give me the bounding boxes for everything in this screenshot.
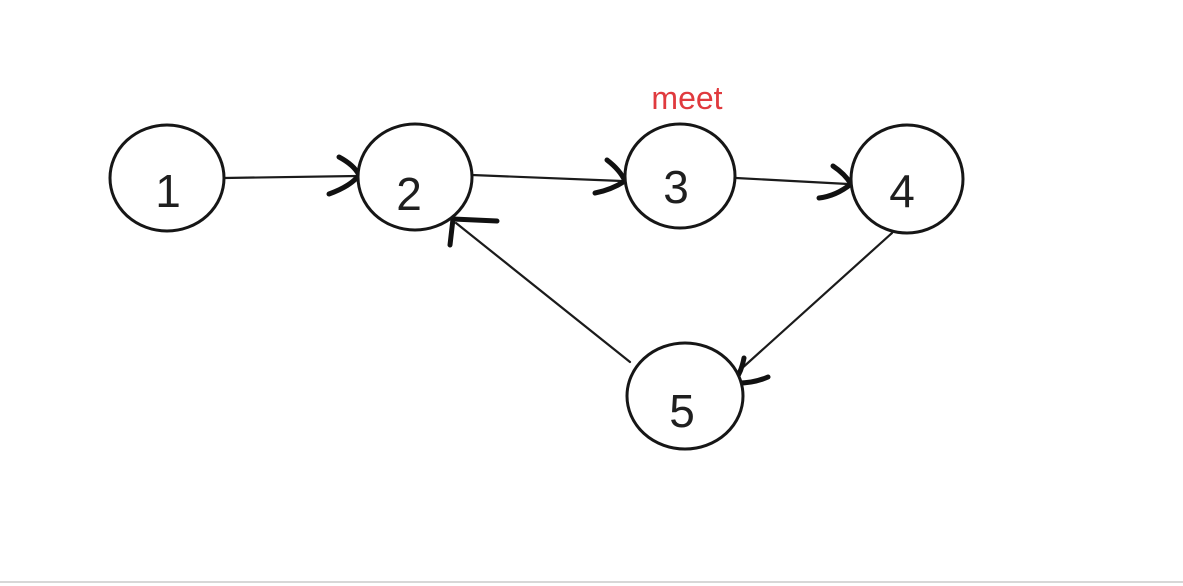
node-3-label: 3 — [663, 161, 689, 213]
edge-2-3 — [470, 157, 628, 196]
edge-2-3-arrowhead — [592, 157, 628, 196]
node-4: 4 — [849, 123, 965, 235]
edge-4-5-line — [738, 231, 894, 372]
edge-1-2 — [222, 154, 362, 197]
node-5-circle — [625, 341, 745, 451]
meet-annotation: meet — [651, 80, 722, 116]
node-4-circle — [849, 123, 965, 235]
edge-2-3-line — [470, 173, 624, 183]
edge-5-2 — [447, 216, 632, 364]
node-5-label: 5 — [669, 385, 695, 437]
edge-3-4 — [734, 163, 854, 201]
node-1: 1 — [108, 123, 226, 233]
node-4-label: 4 — [889, 165, 915, 217]
node-5: 5 — [625, 341, 745, 451]
node-2-label: 2 — [396, 168, 422, 220]
edge-1-2-line — [222, 174, 359, 180]
edge-3-4-line — [734, 176, 850, 186]
node-1-label: 1 — [155, 165, 181, 217]
edge-5-2-arrowhead — [447, 216, 500, 248]
edge-5-2-line — [454, 221, 632, 364]
edge-4-5 — [730, 231, 894, 386]
node-3: 3 — [623, 122, 737, 230]
node-2: 2 — [356, 122, 474, 232]
node-3-circle — [623, 122, 737, 230]
node-1-circle — [108, 123, 226, 233]
node-2-circle — [356, 122, 474, 232]
